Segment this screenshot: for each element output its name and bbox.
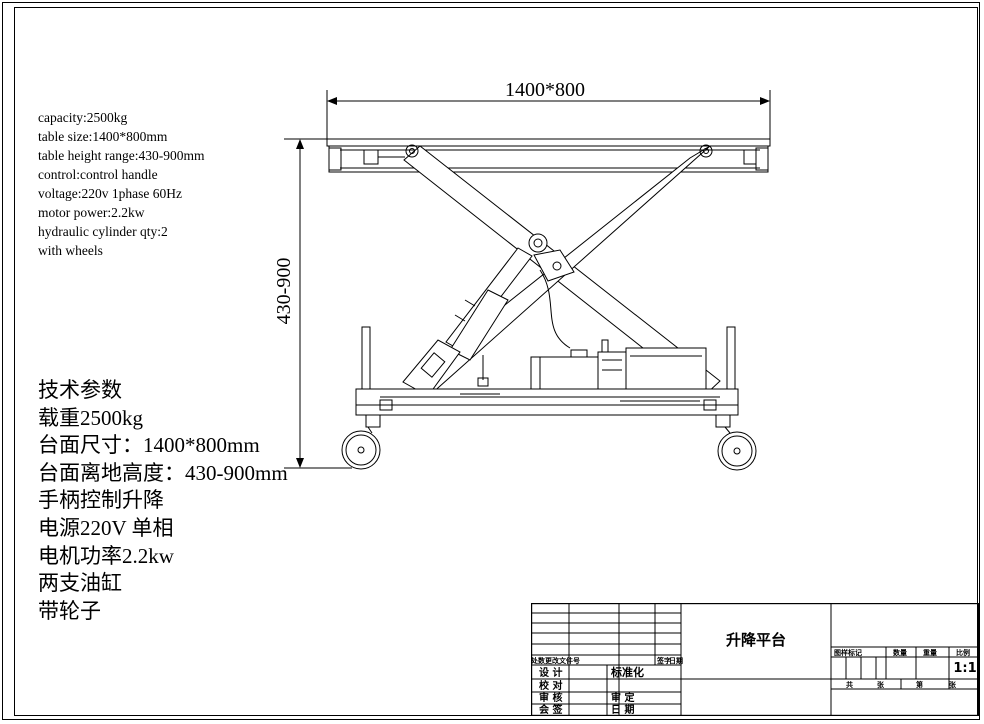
drawing-name: 升降平台 [726,631,786,649]
spec-cn-heading: 技术参数 [38,378,122,402]
spec-list-english: capacity:2500kg table size:1400*800mm ta… [38,108,204,260]
spec-cn-item: 台面尺寸：1400*800mm [38,433,260,458]
title-header-label: 日期 [669,656,683,665]
spec-en-item: table height range:430-900mm [38,148,205,163]
scale-value: 1:1 [953,661,976,676]
width-dimension-label: 1400*800 [505,79,585,101]
drawing-border-inner [14,7,978,716]
title-header-label: 重量 [923,648,937,657]
title-role-label: 会 签 [539,703,563,716]
wheel-left [341,430,381,470]
spec-cn-item: 台面离地高度：430-900mm [38,460,288,485]
sheet-label: 张 [949,680,957,689]
title-right-label: 标准化 [610,665,644,679]
spec-cn-item: 两支油缸 [38,571,122,596]
title-role-label: 设 计 [539,666,562,679]
spec-en-item: with wheels [38,243,103,258]
spec-list-chinese: 技术参数 载重2500kg 台面尺寸：1400*800mm 台面离地高度：430… [38,377,288,625]
height-dimension: 430-900 [273,138,352,469]
title-role-label: 校 对 [539,679,562,692]
title-block: 处数 更改文件号 签字 日期 设 计 校 对 审 核 会 签 标准化 审 定 日… [531,603,979,716]
spec-en-item: control:control handle [38,167,158,182]
spec-cn-item: 载重2500kg [38,405,143,430]
sheet-label: 共 [846,680,853,689]
base-frame [355,326,739,416]
spec-en-item: voltage:220v 1phase 60Hz [38,186,182,201]
table-top [326,138,771,173]
spec-cn-item: 电机功率2.2kw [38,543,174,568]
spec-en-item: capacity:2500kg [38,110,128,125]
wheels [341,414,757,471]
title-right-label: 日 期 [611,703,634,716]
hydraulic-cylinder [402,247,571,397]
power-unit [530,339,707,397]
title-role-label: 审 核 [539,691,562,704]
width-dimension: 1400*800 [326,79,771,140]
spec-en-item: table size:1400*800mm [38,129,168,144]
spec-cn-item: 手柄控制升降 [38,488,164,513]
sheet-label: 张 [877,680,885,689]
spec-en-item: motor power:2.2kw [38,205,145,220]
title-header-label: 比例 [956,648,970,657]
height-dimension-label: 430-900 [273,258,295,325]
title-header-label: 图样标记 [834,648,862,657]
title-header-label: 签字 [656,656,671,665]
title-right-label: 审 定 [611,691,634,704]
spec-cn-item: 电源220V 单相 [38,515,174,540]
title-header-label: 数量 [893,648,907,657]
wheel-right [717,431,757,471]
title-header-label: 处数 [531,656,546,665]
sheet-label: 第 [916,680,923,689]
spec-en-item: hydraulic cylinder qty:2 [38,224,168,239]
spec-cn-item: 带轮子 [38,598,101,623]
title-header-label: 更改文件号 [545,656,580,665]
